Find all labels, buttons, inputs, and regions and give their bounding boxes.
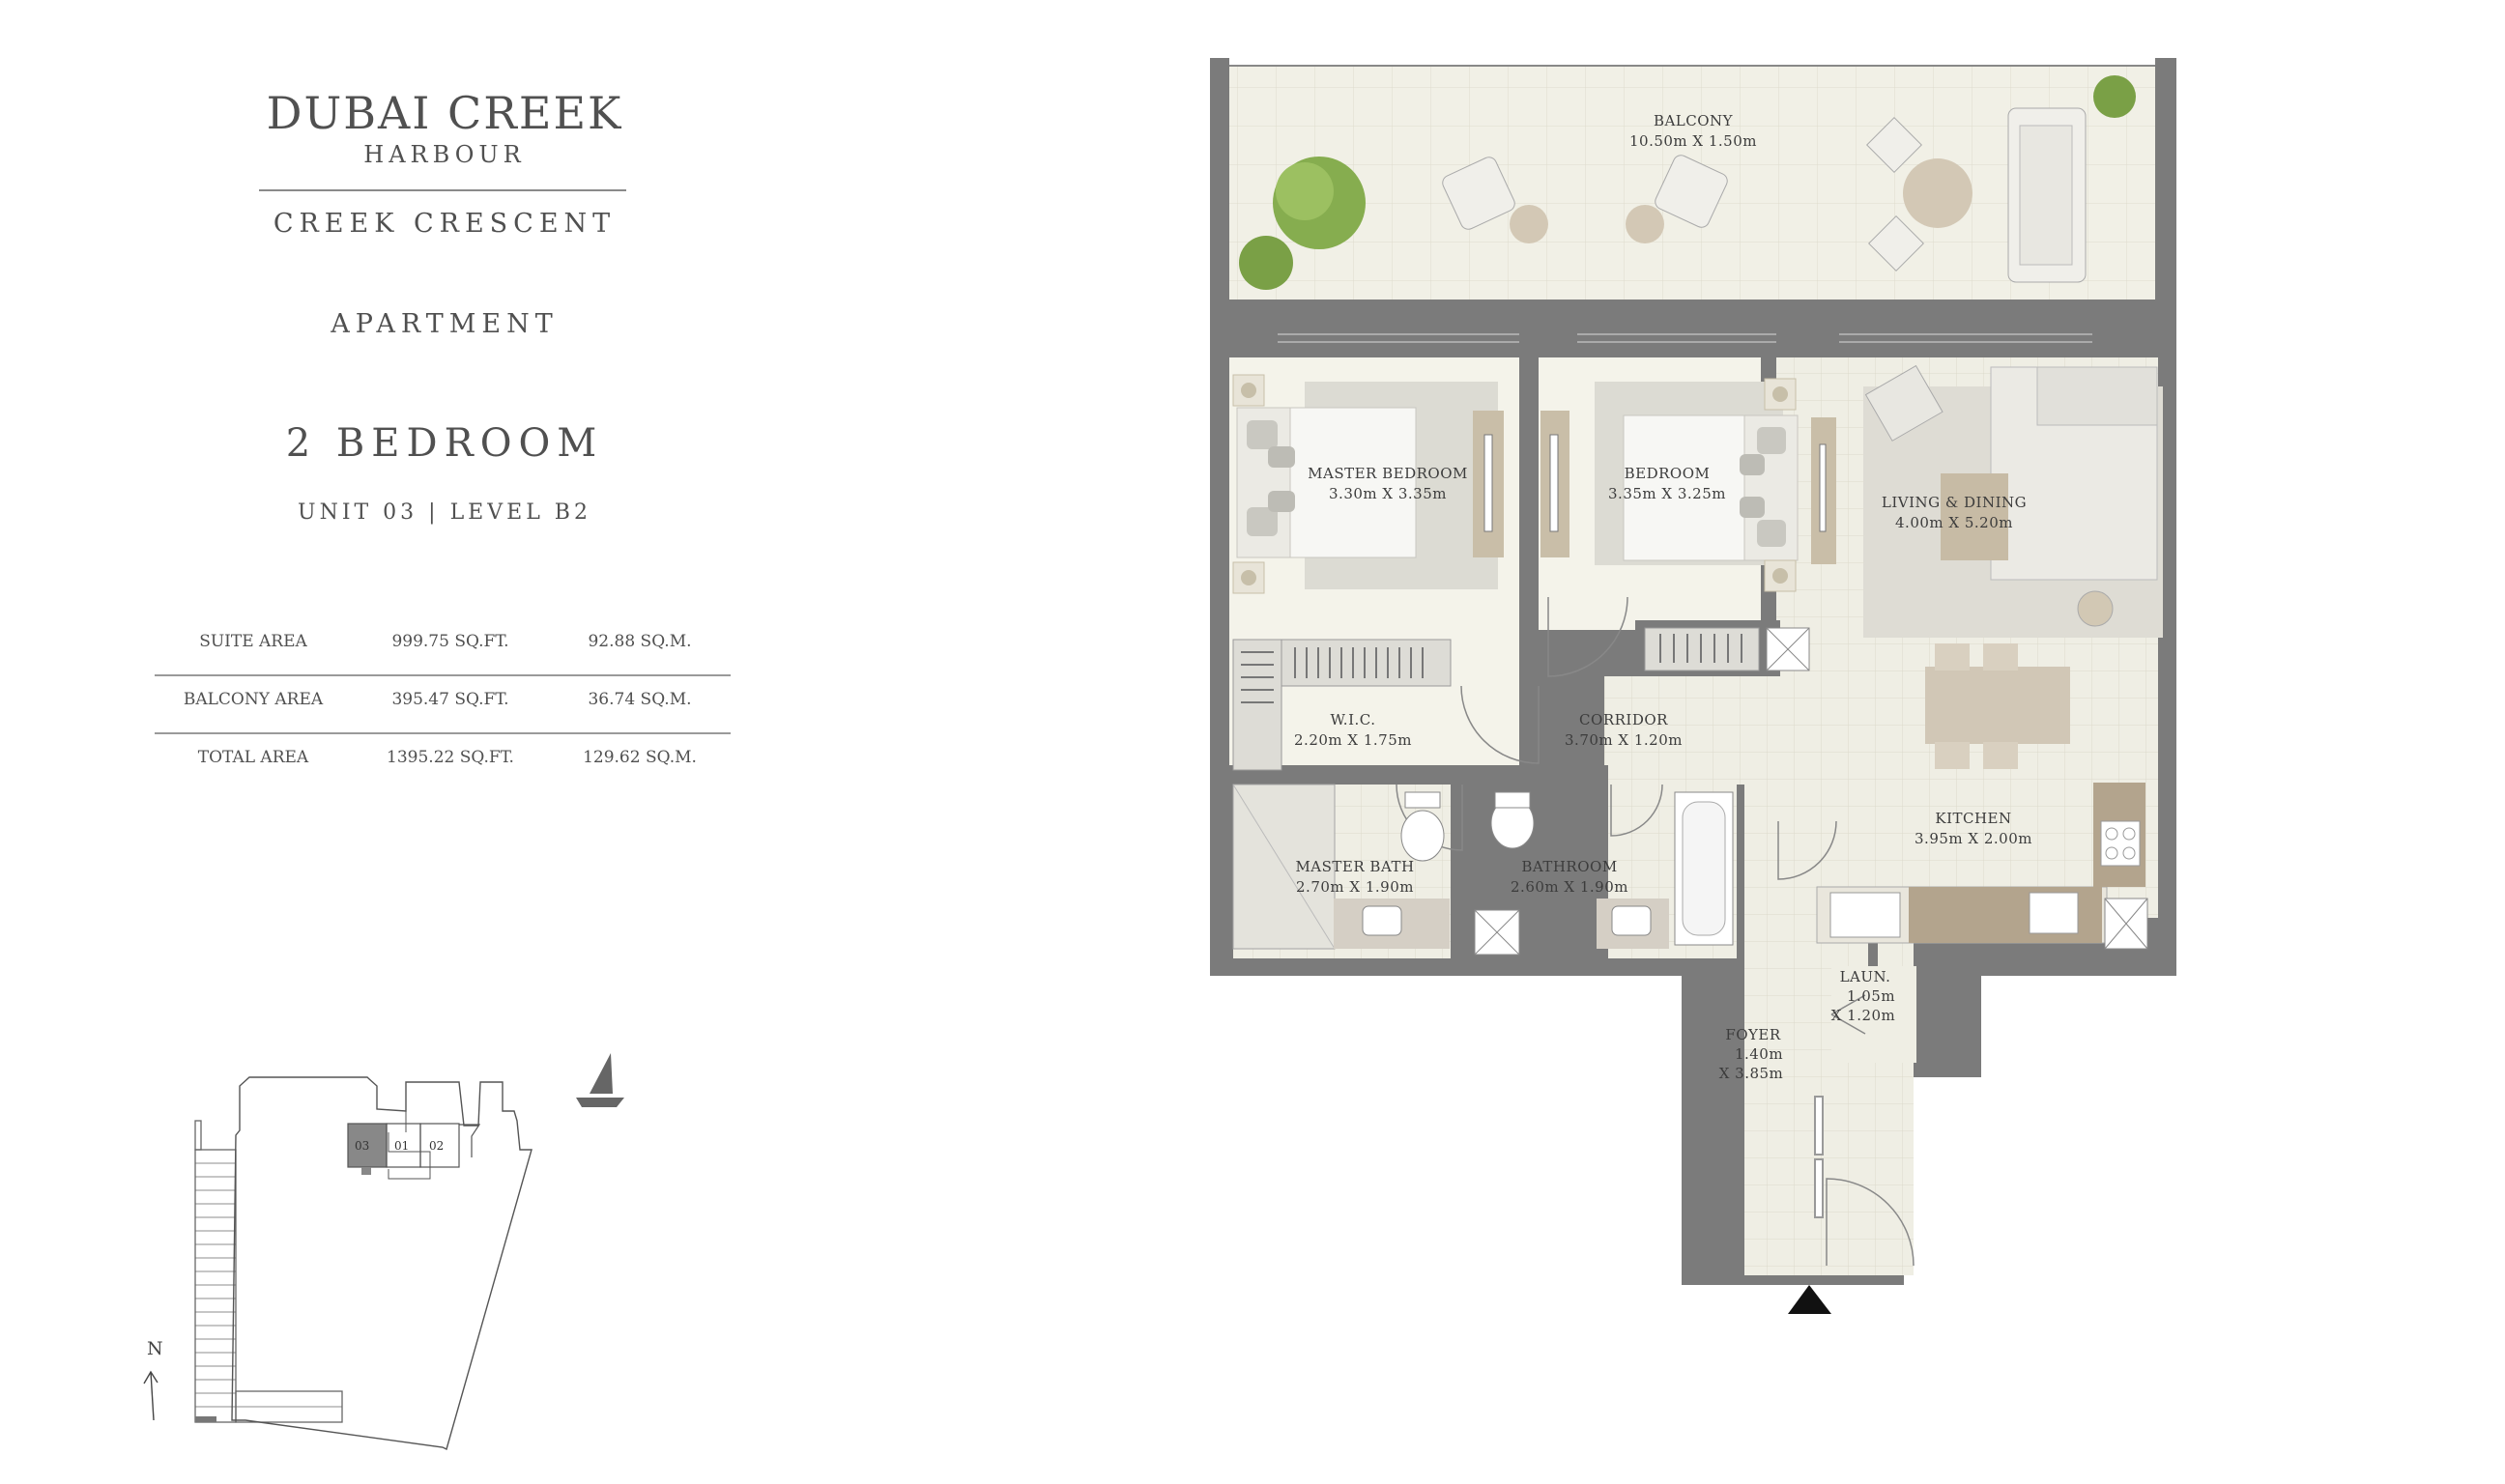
second-bed (1540, 378, 1836, 592)
bathroom-name: BATHROOM (1521, 858, 1617, 875)
balcony-glazing (1278, 333, 2092, 343)
laundry-dims-2: X 1.20m (1831, 1007, 1896, 1024)
area-label: SUITE AREA (199, 632, 307, 651)
living-name: LIVING & DINING (1882, 494, 2027, 511)
foyer-name: FOYER (1725, 1026, 1781, 1043)
area-row-balcony: BALCONY AREA 395.47 SQ.FT. 36.74 SQ.M. (155, 676, 731, 734)
bedroom-count: 2 BEDROOM (285, 421, 604, 466)
bathroom-fixtures (1490, 791, 1734, 949)
foyer-dims-2: X 3.85m (1719, 1065, 1784, 1082)
area-sqft: 395.47 SQ.FT. (391, 690, 509, 709)
north-arrow-icon (143, 1370, 158, 1421)
kitchen-dims: 3.95m X 2.00m (1915, 830, 2032, 847)
wic-wardrobe (1232, 639, 1452, 771)
unit-label-01: 01 (394, 1139, 409, 1153)
unit-label-02: 02 (429, 1139, 444, 1153)
living-dims: 4.00m X 5.20m (1895, 514, 2013, 531)
master-bed (1232, 374, 1504, 594)
plant-icon (2093, 75, 2136, 118)
unit-level: UNIT 03 | LEVEL B2 (298, 500, 591, 525)
wic-name: W.I.C. (1331, 711, 1376, 728)
area-table: SUITE AREA 999.75 SQ.FT. 92.88 SQ.M. BAL… (155, 618, 731, 790)
area-sqm: 92.88 SQ.M. (588, 632, 692, 651)
master-bath-dims: 2.70m X 1.90m (1296, 878, 1414, 896)
balcony-name: BALCONY (1654, 112, 1734, 129)
info-panel: DUBAI CREEK HARBOUR CREEK CRESCENT APART… (0, 0, 734, 1484)
area-sqft: 999.75 SQ.FT. (391, 632, 509, 651)
kitchen-counter (1816, 783, 2148, 950)
brand-divider (259, 189, 626, 191)
master-bedroom-name: MASTER BEDROOM (1308, 465, 1468, 482)
project-name: CREEK CRESCENT (273, 209, 617, 239)
balcony-furniture (1239, 75, 2136, 290)
bathroom-dims: 2.60m X 1.90m (1511, 878, 1628, 896)
wic-dims: 2.20m X 1.75m (1294, 731, 1412, 749)
living-furniture (1863, 364, 2163, 769)
brand-title: DUBAI CREEK (266, 87, 623, 139)
area-sqm: 36.74 SQ.M. (588, 690, 692, 709)
plant-icon (1239, 236, 1293, 290)
corridor-wardrobe (1635, 620, 1810, 676)
area-sqft: 1395.22 SQ.FT. (387, 748, 514, 767)
bedroom-dims: 3.35m X 3.25m (1608, 485, 1726, 502)
building-elevation (194, 1120, 343, 1423)
master-bath-name: MASTER BATH (1295, 858, 1414, 875)
property-type: APARTMENT (331, 309, 559, 339)
master-bedroom-dims: 3.30m X 3.35m (1329, 485, 1447, 502)
unit-label-03: 03 (355, 1139, 369, 1153)
laundry-floor (1831, 966, 1916, 1063)
laundry-name: LAUN. (1840, 968, 1891, 985)
area-row-suite: SUITE AREA 999.75 SQ.FT. 92.88 SQ.M. (155, 618, 731, 676)
sailboat-icon (576, 1053, 624, 1107)
entrance-arrow-icon (1788, 1285, 1831, 1314)
site-outline (231, 1076, 533, 1451)
brand-subtitle: HARBOUR (363, 141, 526, 168)
master-bath-fixtures (1232, 784, 1520, 956)
balcony-dims: 10.50m X 1.50m (1629, 132, 1757, 150)
bedroom-name: BEDROOM (1625, 465, 1711, 482)
kitchen-name: KITCHEN (1935, 810, 2011, 827)
structural-columns (1210, 300, 2176, 357)
key-plan: N 03 01 02 (143, 1053, 624, 1451)
corridor-name: CORRIDOR (1579, 711, 1668, 728)
floor-plan: BALCONY 10.50m X 1.50m MASTER BEDROOM 3.… (1210, 58, 2176, 1314)
area-label: BALCONY AREA (183, 690, 324, 709)
area-label: TOTAL AREA (197, 748, 309, 767)
corridor-dims: 3.70m X 1.20m (1565, 731, 1683, 749)
area-row-total: TOTAL AREA 1395.22 SQ.FT. 129.62 SQ.M. (155, 734, 731, 790)
unit-strip: 03 01 02 (347, 1123, 481, 1175)
foyer-doors (1814, 1096, 1824, 1218)
north-label: N (147, 1338, 163, 1359)
unit-03-highlight (347, 1123, 388, 1168)
area-sqm: 129.62 SQ.M. (583, 748, 697, 767)
room-labels: BALCONY 10.50m X 1.50m MASTER BEDROOM 3.… (1294, 112, 2032, 1082)
foyer-dims-1: 1.40m (1735, 1045, 1783, 1063)
laundry-dims-1: 1.05m (1847, 987, 1895, 1005)
